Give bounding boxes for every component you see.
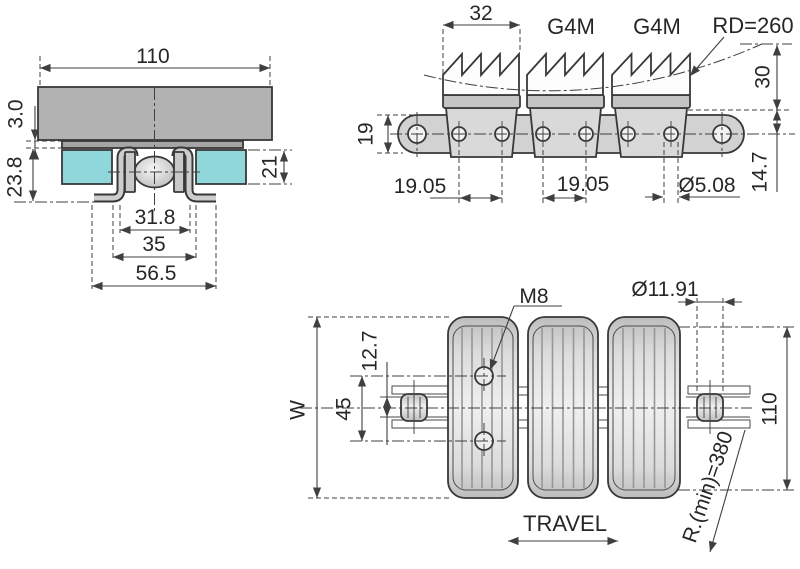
dim-label-bush-height: 14.7: [749, 152, 772, 193]
pad-bases: [442, 94, 691, 158]
side-view: 32 G4M G4M RD=260 30 14.7 19: [355, 2, 795, 203]
dim-roller-diameter: Ø11.91: [631, 278, 742, 392]
dim-pitch-front: 19.05: [394, 150, 503, 203]
dim-label-inner-width: 12.7: [359, 331, 382, 372]
dim-label-pitch-front: 19.05: [394, 175, 447, 198]
grip-type-label-2: G4M: [633, 14, 681, 39]
pad-cap-3: [611, 94, 691, 109]
pad-cap-2: [526, 94, 605, 109]
dim-label-top-width: 110: [136, 45, 169, 68]
dim-hole-spacing: 45: [333, 375, 506, 442]
dim-label-total-height: 23.8: [4, 157, 27, 198]
dim-label-slat-width: 110: [759, 392, 782, 425]
dim-pin-diameter: Ø5.08: [645, 142, 740, 203]
section-centerlines: [108, 88, 200, 214]
links-right: [686, 380, 751, 434]
grip-pad-1: [442, 51, 520, 96]
slat-edge-strip: [61, 140, 244, 149]
dim-label-overall-width: W: [287, 400, 310, 420]
travel-indicator: TRAVEL: [508, 511, 618, 546]
dim-14-7: 14.7: [749, 110, 782, 193]
top-view: M8 Ø11.91 12.7 45 W: [287, 278, 794, 553]
dim-110-top: 110: [39, 45, 271, 85]
dim-label-hole-spacing: 45: [333, 397, 356, 420]
dim-inner-width: 12.7: [359, 331, 392, 445]
grip-pad-2: [526, 51, 604, 96]
dim-label-plate-thickness: 3.0: [5, 99, 28, 128]
backflex-radius-label: RD=260: [712, 13, 793, 38]
dim-label-roller-diameter: Ø11.91: [631, 278, 698, 301]
dim-label-pitch-rear: 19.05: [557, 173, 610, 196]
pad-cap-1: [442, 94, 521, 109]
dim-overall-width: W: [287, 316, 452, 499]
dim-label-pad-width: 32: [469, 2, 492, 25]
dim-label-plate-height: 19: [355, 122, 378, 145]
dim-label-pad-height: 30: [752, 65, 775, 88]
dim-35: 35: [112, 205, 197, 262]
grip-type-label-1: G4M: [547, 14, 595, 39]
dim-19: 19: [355, 114, 424, 154]
dim-label-inner-width: 31.8: [135, 206, 176, 229]
dim-21: 21: [248, 149, 292, 185]
dim-label-pin-diameter: Ø5.08: [678, 174, 735, 197]
dim-label-base-width: 56.5: [136, 262, 177, 285]
dim-slat-width: 110: [678, 326, 794, 491]
backflex-radius-callout: RD=260: [689, 13, 794, 77]
dim-23-8: 23.8: [4, 148, 96, 203]
wear-strip-right: [195, 149, 247, 185]
dim-30: 30: [688, 45, 792, 111]
dim-label-channel-width: 35: [142, 233, 165, 256]
thread-callout: M8: [489, 285, 562, 371]
dim-32: 32: [442, 2, 521, 92]
section-view: 110 3.0 23.8 21 31.8: [4, 45, 292, 291]
grip-pad-3: [611, 51, 691, 96]
dim-label-guide-height: 21: [259, 155, 282, 178]
wear-strip-left: [61, 149, 113, 185]
thread-label: M8: [519, 285, 548, 308]
dim-56-5: 56.5: [91, 205, 217, 291]
backflex-arc: [423, 43, 763, 92]
dim-31-8: 31.8: [119, 205, 191, 235]
travel-label: TRAVEL: [523, 511, 607, 536]
serrated-pads: [442, 51, 691, 96]
dim-pitch-rear: 19.05: [542, 150, 610, 203]
